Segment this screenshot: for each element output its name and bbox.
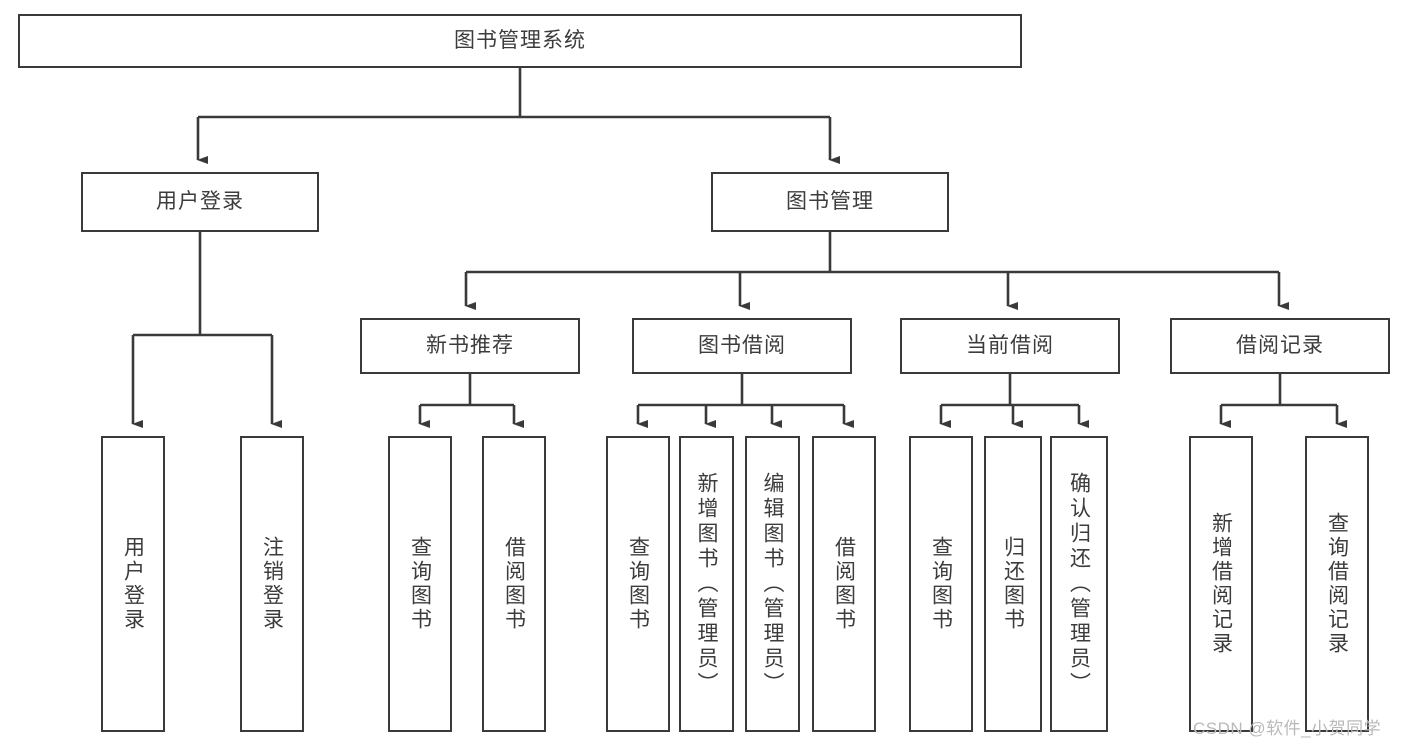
leaf-confirm-return[interactable]: 确认归还（管理员） bbox=[1050, 436, 1108, 732]
node-new-book-rec[interactable]: 新书推荐 bbox=[360, 318, 580, 374]
leaf-query-book-1-label: 查询图书 bbox=[408, 536, 432, 632]
leaf-add-record[interactable]: 新增借阅记录 bbox=[1189, 436, 1253, 732]
leaf-query-book-2-label: 查询图书 bbox=[626, 536, 650, 632]
node-user-login-label: 用户登录 bbox=[156, 190, 244, 214]
node-current-borrow-label: 当前借阅 bbox=[966, 334, 1054, 358]
leaf-return-book-label: 归还图书 bbox=[1001, 536, 1025, 632]
node-root[interactable]: 图书管理系统 bbox=[18, 14, 1022, 68]
node-root-label: 图书管理系统 bbox=[454, 29, 586, 53]
leaf-query-book-3-label: 查询图书 bbox=[929, 536, 953, 632]
leaf-borrow-book-1[interactable]: 借阅图书 bbox=[482, 436, 546, 732]
leaf-query-record-label: 查询借阅记录 bbox=[1325, 512, 1349, 656]
node-user-login[interactable]: 用户登录 bbox=[81, 172, 319, 232]
node-book-borrow[interactable]: 图书借阅 bbox=[632, 318, 852, 374]
leaf-query-book-2[interactable]: 查询图书 bbox=[606, 436, 670, 732]
leaf-add-book-label: 新增图书（管理员） bbox=[695, 471, 718, 697]
node-borrow-record-label: 借阅记录 bbox=[1236, 334, 1324, 358]
node-book-manage[interactable]: 图书管理 bbox=[711, 172, 949, 232]
node-new-book-rec-label: 新书推荐 bbox=[426, 334, 514, 358]
leaf-confirm-return-label: 确认归还（管理员） bbox=[1067, 471, 1091, 697]
node-borrow-record[interactable]: 借阅记录 bbox=[1170, 318, 1390, 374]
leaf-user-login[interactable]: 用户登录 bbox=[101, 436, 165, 732]
leaf-add-record-label: 新增借阅记录 bbox=[1209, 512, 1233, 656]
leaf-edit-book[interactable]: 编辑图书（管理员） bbox=[745, 436, 800, 732]
leaf-borrow-book-1-label: 借阅图书 bbox=[502, 536, 526, 632]
node-book-manage-label: 图书管理 bbox=[786, 190, 874, 214]
leaf-user-logout[interactable]: 注销登录 bbox=[240, 436, 304, 732]
node-current-borrow[interactable]: 当前借阅 bbox=[900, 318, 1120, 374]
leaf-borrow-book-2-label: 借阅图书 bbox=[832, 536, 856, 632]
node-book-borrow-label: 图书借阅 bbox=[698, 334, 786, 358]
leaf-edit-book-label: 编辑图书（管理员） bbox=[761, 471, 784, 697]
leaf-user-login-label: 用户登录 bbox=[121, 536, 145, 632]
leaf-add-book[interactable]: 新增图书（管理员） bbox=[679, 436, 734, 732]
leaf-query-book-1[interactable]: 查询图书 bbox=[388, 436, 452, 732]
leaf-return-book[interactable]: 归还图书 bbox=[984, 436, 1042, 732]
leaf-user-logout-label: 注销登录 bbox=[260, 536, 284, 632]
leaf-query-record[interactable]: 查询借阅记录 bbox=[1305, 436, 1369, 732]
csdn-watermark: CSDN @软件_小贺同学 bbox=[1193, 719, 1382, 738]
leaf-query-book-3[interactable]: 查询图书 bbox=[909, 436, 973, 732]
leaf-borrow-book-2[interactable]: 借阅图书 bbox=[812, 436, 876, 732]
